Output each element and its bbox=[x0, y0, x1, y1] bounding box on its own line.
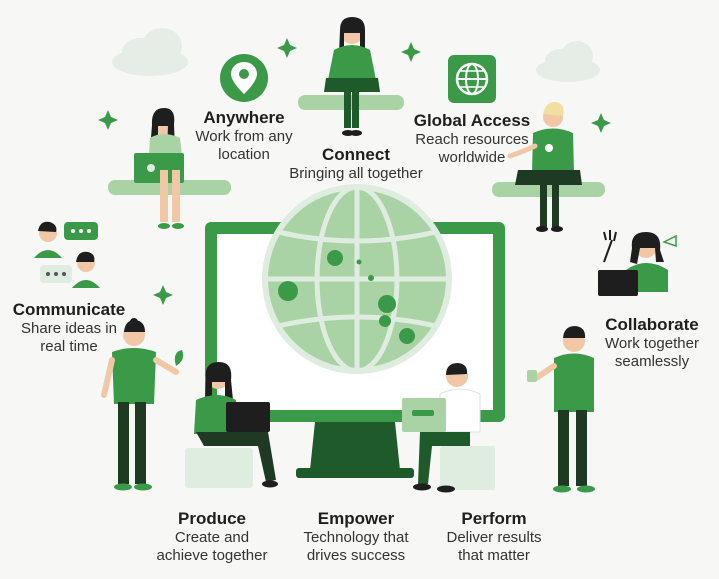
cloud-icon bbox=[536, 41, 600, 82]
location-pin-icon bbox=[220, 54, 268, 102]
platform bbox=[492, 182, 605, 197]
label-title: Perform bbox=[461, 509, 527, 528]
label-global-access: Global Access Reach resources worldwide bbox=[406, 111, 538, 166]
label-desc: worldwide bbox=[438, 148, 506, 166]
label-title: Empower bbox=[317, 509, 395, 528]
label-desc: drives success bbox=[306, 546, 406, 564]
label-desc: Work from any bbox=[195, 128, 293, 146]
label-desc: achieve together bbox=[156, 546, 268, 564]
label-desc: Deliver results bbox=[446, 529, 542, 547]
leaf-icon bbox=[174, 350, 184, 366]
sparkle-icon bbox=[591, 113, 611, 133]
person-laptop bbox=[402, 363, 495, 493]
label-title: Anywhere bbox=[203, 108, 285, 127]
cloud-icon bbox=[112, 28, 188, 76]
label-produce: Produce Create and achieve together bbox=[144, 509, 280, 564]
label-empower: Empower Technology that drives success bbox=[288, 509, 424, 564]
label-desc: seamlessly bbox=[614, 352, 690, 370]
person-sitting bbox=[507, 101, 582, 232]
label-title: Global Access bbox=[413, 111, 531, 130]
label-collaborate: Collaborate Work together seamlessly bbox=[588, 315, 716, 370]
globe-icon bbox=[448, 55, 496, 103]
label-desc: location bbox=[218, 145, 270, 163]
label-desc: Reach resources bbox=[415, 131, 529, 149]
label-connect: Connect Bringing all together bbox=[272, 145, 440, 183]
label-desc: Share ideas in bbox=[21, 320, 117, 338]
platform bbox=[108, 180, 231, 195]
person-laptop bbox=[134, 108, 184, 229]
label-desc: Technology that bbox=[303, 529, 409, 547]
label-desc: that matter bbox=[458, 546, 530, 564]
label-desc: Work together bbox=[605, 335, 699, 353]
label-desc: Create and bbox=[174, 529, 250, 547]
label-title: Produce bbox=[177, 509, 247, 528]
label-anywhere: Anywhere Work from any location bbox=[178, 108, 310, 163]
person-standing bbox=[101, 318, 179, 491]
person-standing bbox=[527, 326, 595, 493]
globe bbox=[262, 184, 452, 374]
label-title: Connect bbox=[322, 145, 390, 164]
person-laptop bbox=[185, 362, 278, 488]
label-desc: Bringing all together bbox=[289, 165, 423, 183]
label-communicate: Communicate Share ideas in real time bbox=[2, 300, 136, 355]
label-desc: real time bbox=[40, 337, 98, 355]
person-waving bbox=[598, 230, 677, 296]
label-title: Communicate bbox=[12, 300, 126, 319]
sparkle-icon bbox=[277, 38, 297, 58]
chat-bubble-icon bbox=[34, 221, 100, 288]
person-meditating bbox=[324, 17, 380, 136]
label-perform: Perform Deliver results that matter bbox=[430, 509, 558, 564]
label-title: Collaborate bbox=[605, 315, 699, 334]
sparkle-icon bbox=[401, 42, 421, 62]
sparkle-icon bbox=[153, 285, 173, 305]
sparkle-icon bbox=[98, 110, 118, 130]
